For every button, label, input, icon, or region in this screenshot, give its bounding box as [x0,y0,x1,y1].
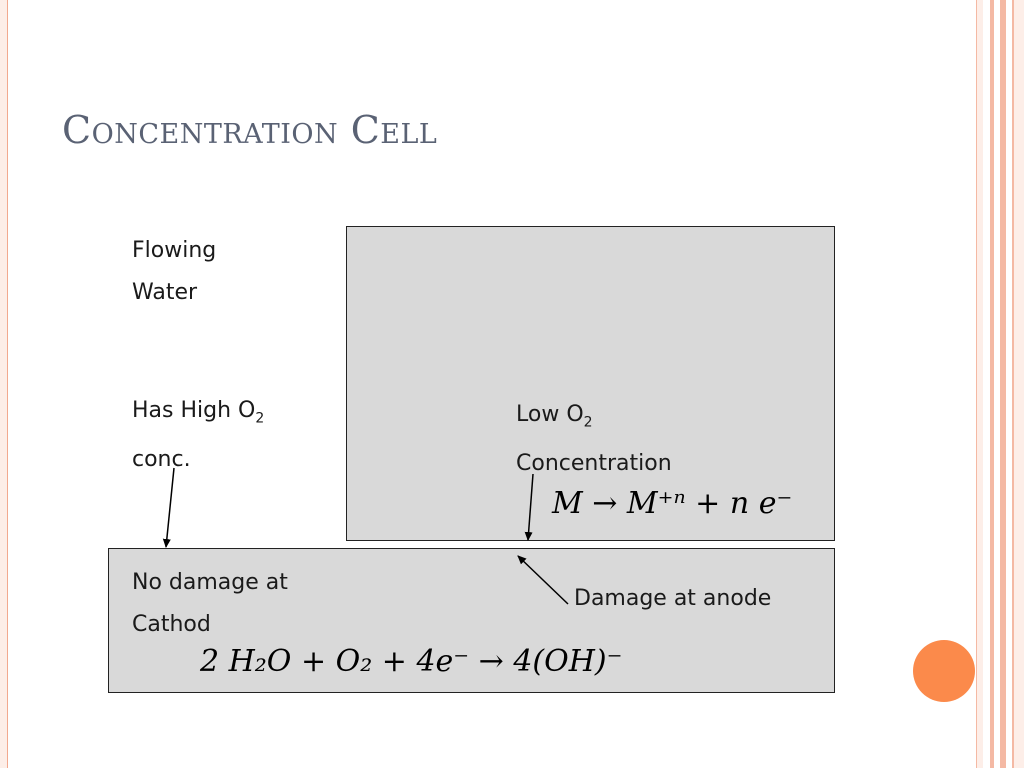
damage-anode-label: Damage at anode [574,586,772,611]
cathode-reaction-formula: 2 H₂O + O₂ + 4e⁻ → 4(OH)⁻ [200,644,623,679]
anode-reaction-formula: M → M⁺ⁿ + n e⁻ [552,486,793,521]
flowing-water-label: Flowing Water [132,238,217,305]
page-title: Concentration Cell [62,108,438,152]
low-oxygen-region-box [346,226,835,541]
orange-circle-decoration [913,640,975,702]
low-oxygen-label: Low O2 Concentration [516,402,672,477]
metal-surface-box [108,548,835,693]
slide-left-border [0,0,8,768]
high-oxygen-label: Has High O2 conc. [132,398,265,473]
slide-right-stripes [976,0,1024,768]
no-damage-cathode-label: No damage at Cathod [132,570,288,637]
